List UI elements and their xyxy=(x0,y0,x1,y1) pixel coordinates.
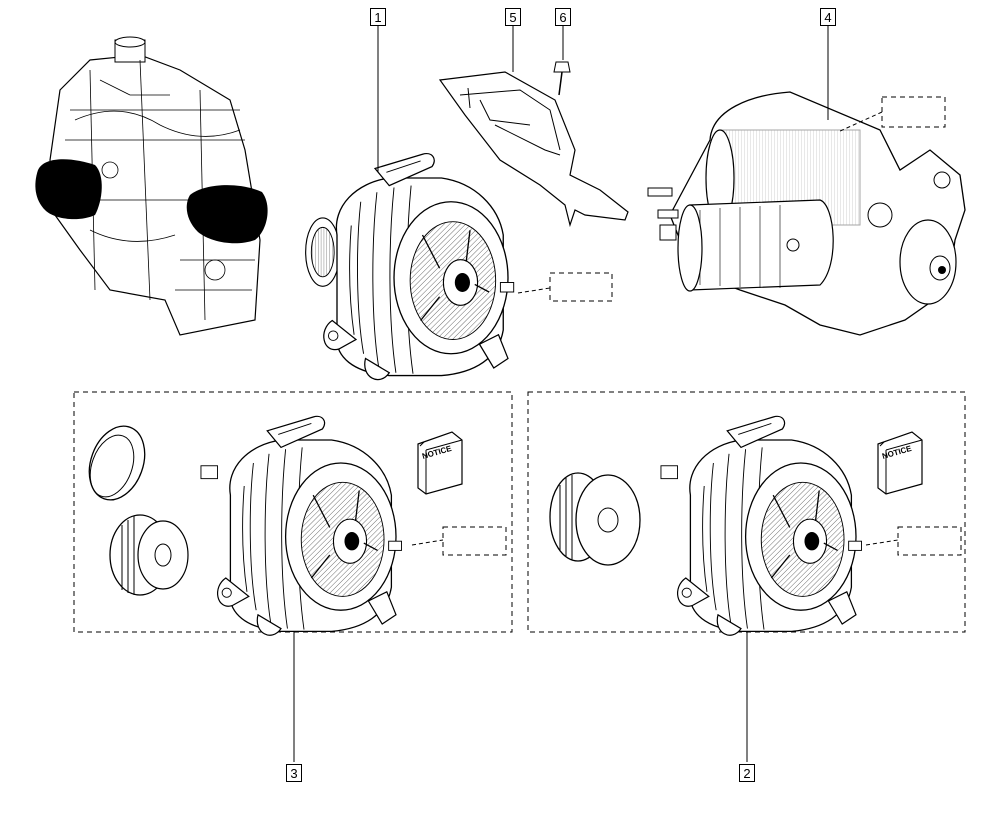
reference-box-alternator-1 xyxy=(549,272,613,302)
callout-1: 1 xyxy=(370,8,386,26)
pulley-cap xyxy=(88,425,146,501)
highlight-blob-left xyxy=(35,159,102,220)
callout-4: 4 xyxy=(820,8,836,26)
callout-2: 2 xyxy=(739,764,755,782)
heat-shield-bracket xyxy=(438,71,629,228)
notice-booklet-kit-3: NOTICE xyxy=(417,431,463,495)
starter-motor xyxy=(647,91,966,336)
alternator-1 xyxy=(305,152,515,381)
highlight-blob-right xyxy=(186,185,268,244)
engine-block-illustration xyxy=(35,36,268,336)
reference-box-kit-2 xyxy=(897,526,962,556)
pulley-solid xyxy=(549,472,641,566)
reference-box-starter xyxy=(881,96,946,128)
callout-3: 3 xyxy=(286,764,302,782)
pulley-freewheel xyxy=(109,514,189,596)
reference-box-kit-3 xyxy=(442,526,507,556)
alternator-kit-3 xyxy=(200,415,403,636)
notice-booklet-kit-2: NOTICE xyxy=(877,431,923,495)
alternator-kit-2 xyxy=(660,415,863,636)
callout-6: 6 xyxy=(555,8,571,26)
bolt-part xyxy=(553,61,571,96)
kit-3-boundary xyxy=(73,391,513,633)
callout-5: 5 xyxy=(505,8,521,26)
